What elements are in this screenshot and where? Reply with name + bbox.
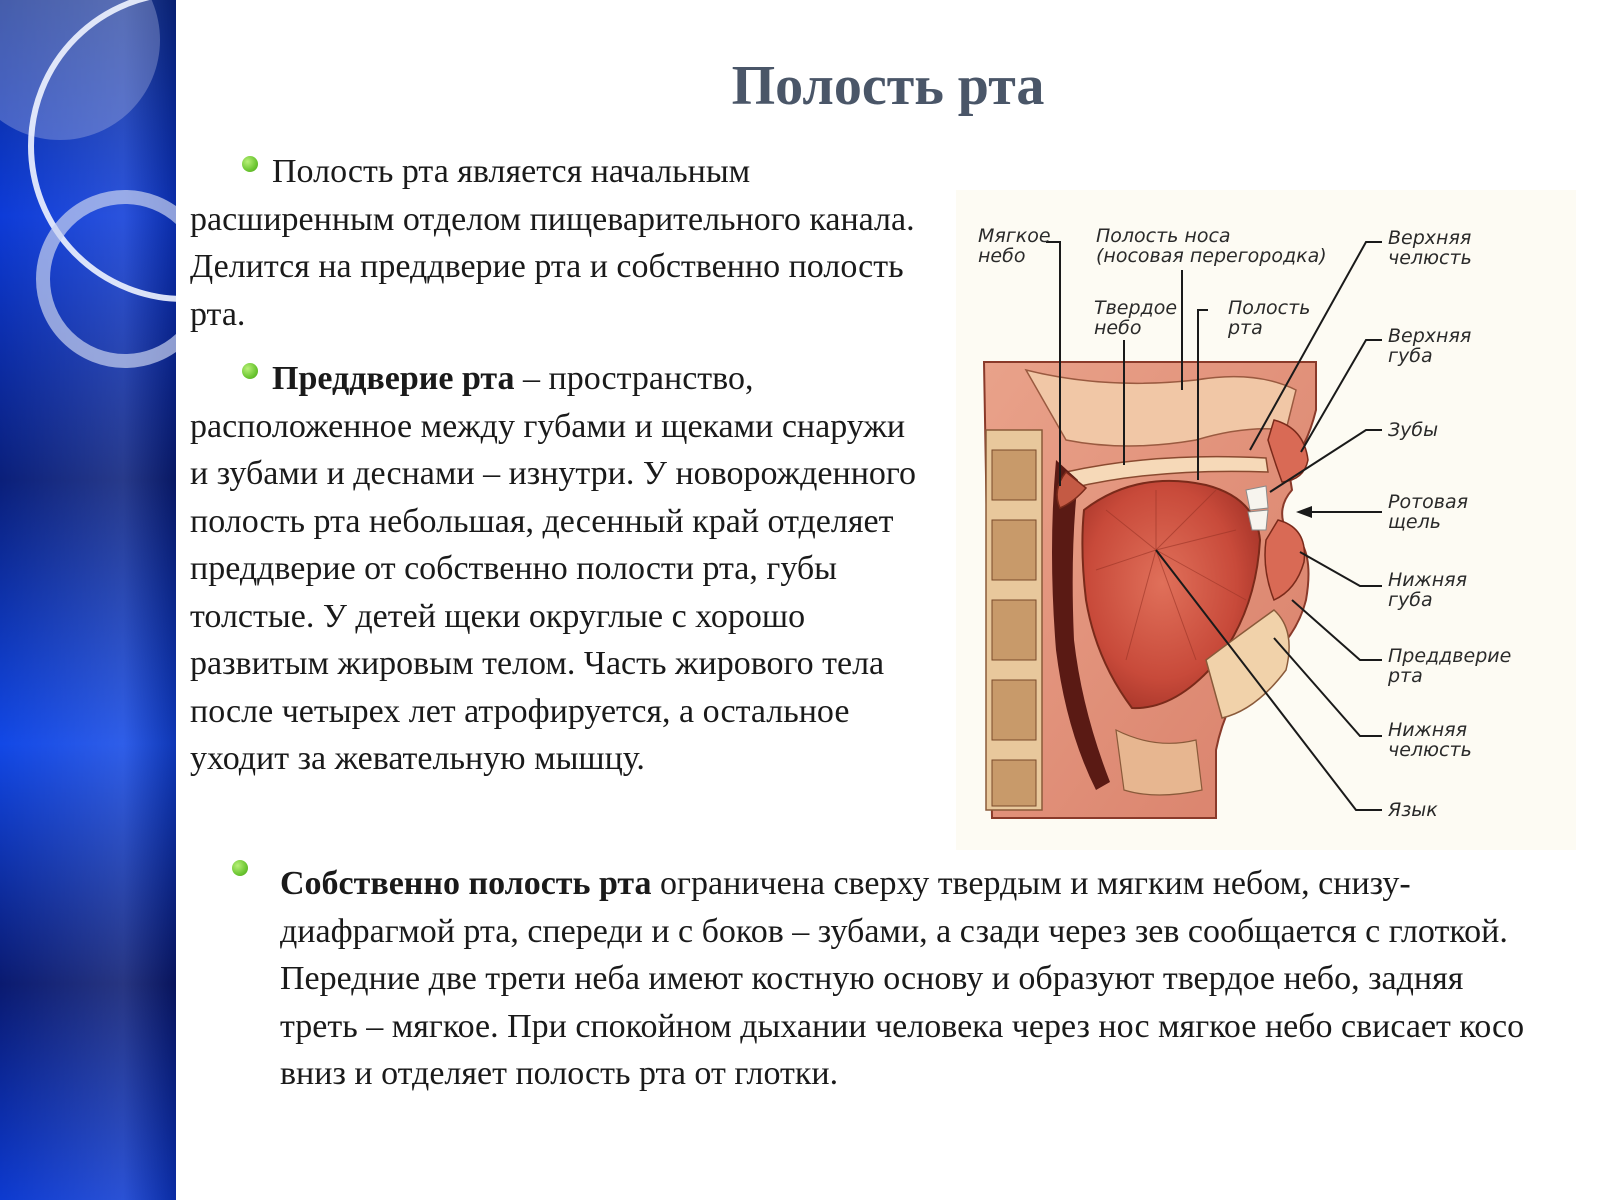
- bullet-icon: [232, 860, 248, 876]
- bullet-icon: [242, 156, 258, 172]
- decorative-sidebar: [0, 0, 176, 1200]
- label-soft-palate: Мягкое небо: [978, 225, 1051, 267]
- anatomy-illustration: [982, 241, 1382, 819]
- paragraph-vestibule: Преддверие рта – пространство, расположе…: [190, 355, 920, 783]
- label-oral-fissure: Ротовая щель: [1388, 491, 1469, 533]
- label-nasal-cavity: Полость носа (носовая перегородка): [1096, 225, 1327, 267]
- label-vestibule: Преддверие рта: [1388, 645, 1512, 687]
- slide-title: Полость рта: [731, 55, 1045, 117]
- bullet-icon: [242, 363, 258, 379]
- paragraph-oral-cavity-proper-text: ограничена сверху твердым и мягким небом…: [280, 865, 1525, 1092]
- label-lower-lip: Нижняя губа: [1388, 569, 1468, 611]
- label-upper-jaw: Верхняя челюсть: [1388, 227, 1472, 269]
- label-upper-lip: Верхняя губа: [1388, 325, 1472, 367]
- label-hard-palate: Твердое небо: [1094, 297, 1178, 339]
- label-teeth: Зубы: [1388, 419, 1439, 441]
- oral-cavity-diagram: Мягкое небо Полость носа (носовая перего…: [956, 190, 1576, 850]
- paragraph-intro: Полость рта является начальным расширенн…: [190, 148, 920, 338]
- paragraph-intro-text: Полость рта является начальным расширенн…: [190, 153, 915, 333]
- label-oral-cavity: Полость рта: [1228, 297, 1311, 339]
- term-vestibule: Преддверие рта: [272, 360, 515, 397]
- paragraph-oral-cavity-proper: Собственно полость рта ограничена сверху…: [232, 860, 1530, 1098]
- label-lower-jaw: Нижняя челюсть: [1388, 719, 1472, 761]
- paragraph-vestibule-text: – пространство, расположенное между губа…: [190, 360, 916, 777]
- term-oral-cavity-proper: Собственно полость рта: [280, 865, 652, 902]
- label-tongue: Язык: [1388, 799, 1438, 821]
